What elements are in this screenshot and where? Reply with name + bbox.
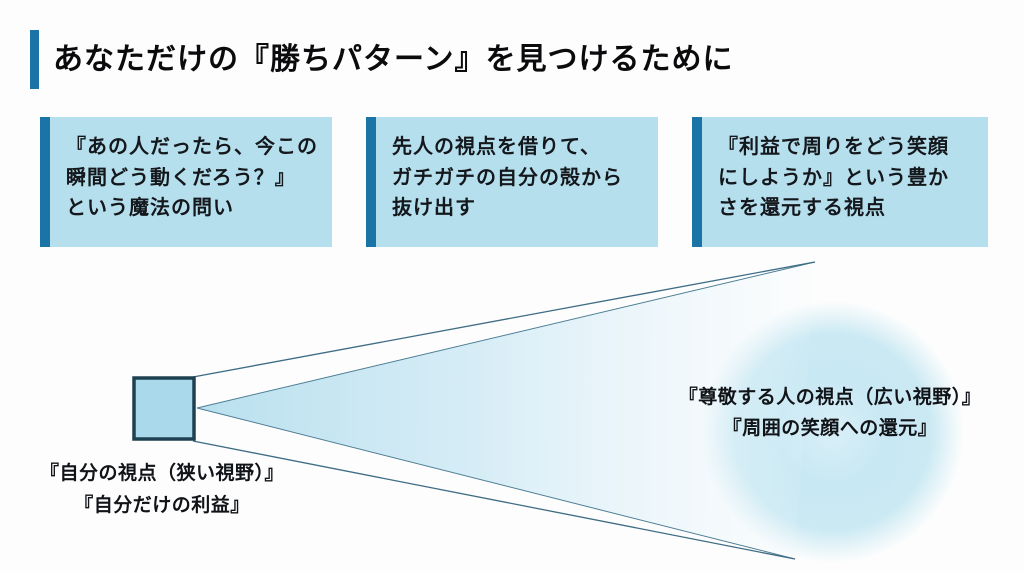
view-cone-shape	[197, 262, 815, 559]
insight-card-magic-question: 『あの人だったら、今この 瞬間どう動くだろう？』 という魔法の問い	[40, 117, 332, 247]
card-text: 先人の視点を借りて、 ガチガチの自分の殻から 抜け出す	[392, 136, 623, 219]
cone-lower-edge	[196, 407, 796, 560]
outer-upper-sightline	[192, 261, 816, 378]
card-text: 『利益で周りをどう笑顔 にしようか』という豊か さを還元する視点	[718, 136, 949, 219]
cone-upper-edge	[196, 261, 816, 409]
card-text: 『あの人だったら、今この 瞬間どう動くだろう？』 という魔法の問い	[66, 136, 318, 219]
insight-cards-row: 『あの人だったら、今この 瞬間どう動くだろう？』 という魔法の問い 先人の視点を…	[40, 117, 988, 247]
title-accent-bar	[30, 30, 39, 89]
self-viewpoint-square	[132, 376, 196, 441]
label-narrow-viewpoint: 『自分の視点（狭い視野）』 『自分だけの利益』	[39, 463, 284, 516]
outer-lower-sightline	[192, 440, 796, 560]
card-accent-bar	[692, 117, 702, 247]
label-wide-viewpoint: 『尊敬する人の視点（広い視野）』 『周囲の笑顔への還元』	[678, 387, 982, 439]
card-accent-bar	[366, 117, 376, 247]
card-accent-bar	[40, 117, 50, 247]
insight-card-return-profit: 『利益で周りをどう笑顔 にしようか』という豊か さを還元する視点	[692, 117, 988, 247]
insight-card-borrow-perspective: 先人の視点を借りて、 ガチガチの自分の殻から 抜け出す	[366, 117, 658, 247]
page-title: あなただけの『勝ちパターン』を見つけるために	[53, 43, 734, 76]
slide-header: あなただけの『勝ちパターン』を見つけるために	[30, 30, 734, 89]
